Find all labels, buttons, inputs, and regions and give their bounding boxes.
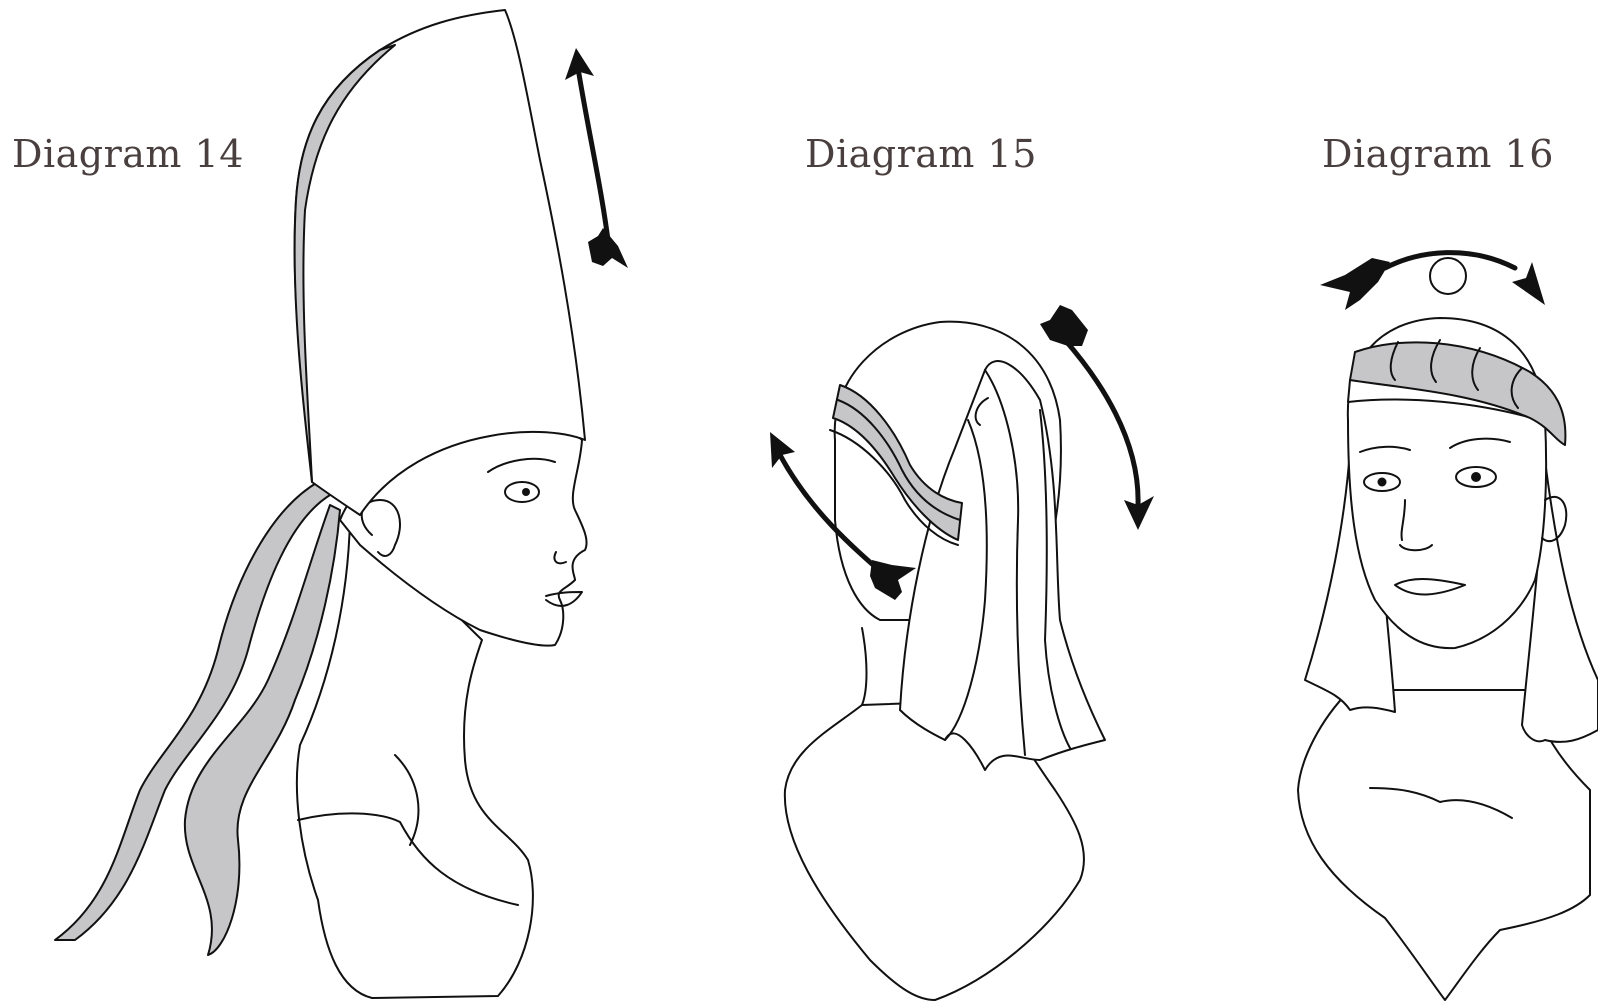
eye-pupil [522,488,530,496]
arrow-up-shaft [578,68,609,248]
arrow-right-fletching [1040,305,1088,346]
twist-arrow-fletching [1320,258,1390,310]
diagram-15-figure [770,305,1154,1000]
eye-right-pupil [1471,472,1481,482]
twist-arrow-loop [1430,258,1466,294]
diagram-14-figure [55,10,628,998]
twist-arrow-shaft [1385,253,1515,268]
diagram-16-figure [1298,253,1598,1000]
eye-left-pupil [1378,478,1387,487]
arrow-up-fletching [588,228,628,268]
arrow-right-shaft [1065,340,1138,505]
neck-left [862,628,867,705]
